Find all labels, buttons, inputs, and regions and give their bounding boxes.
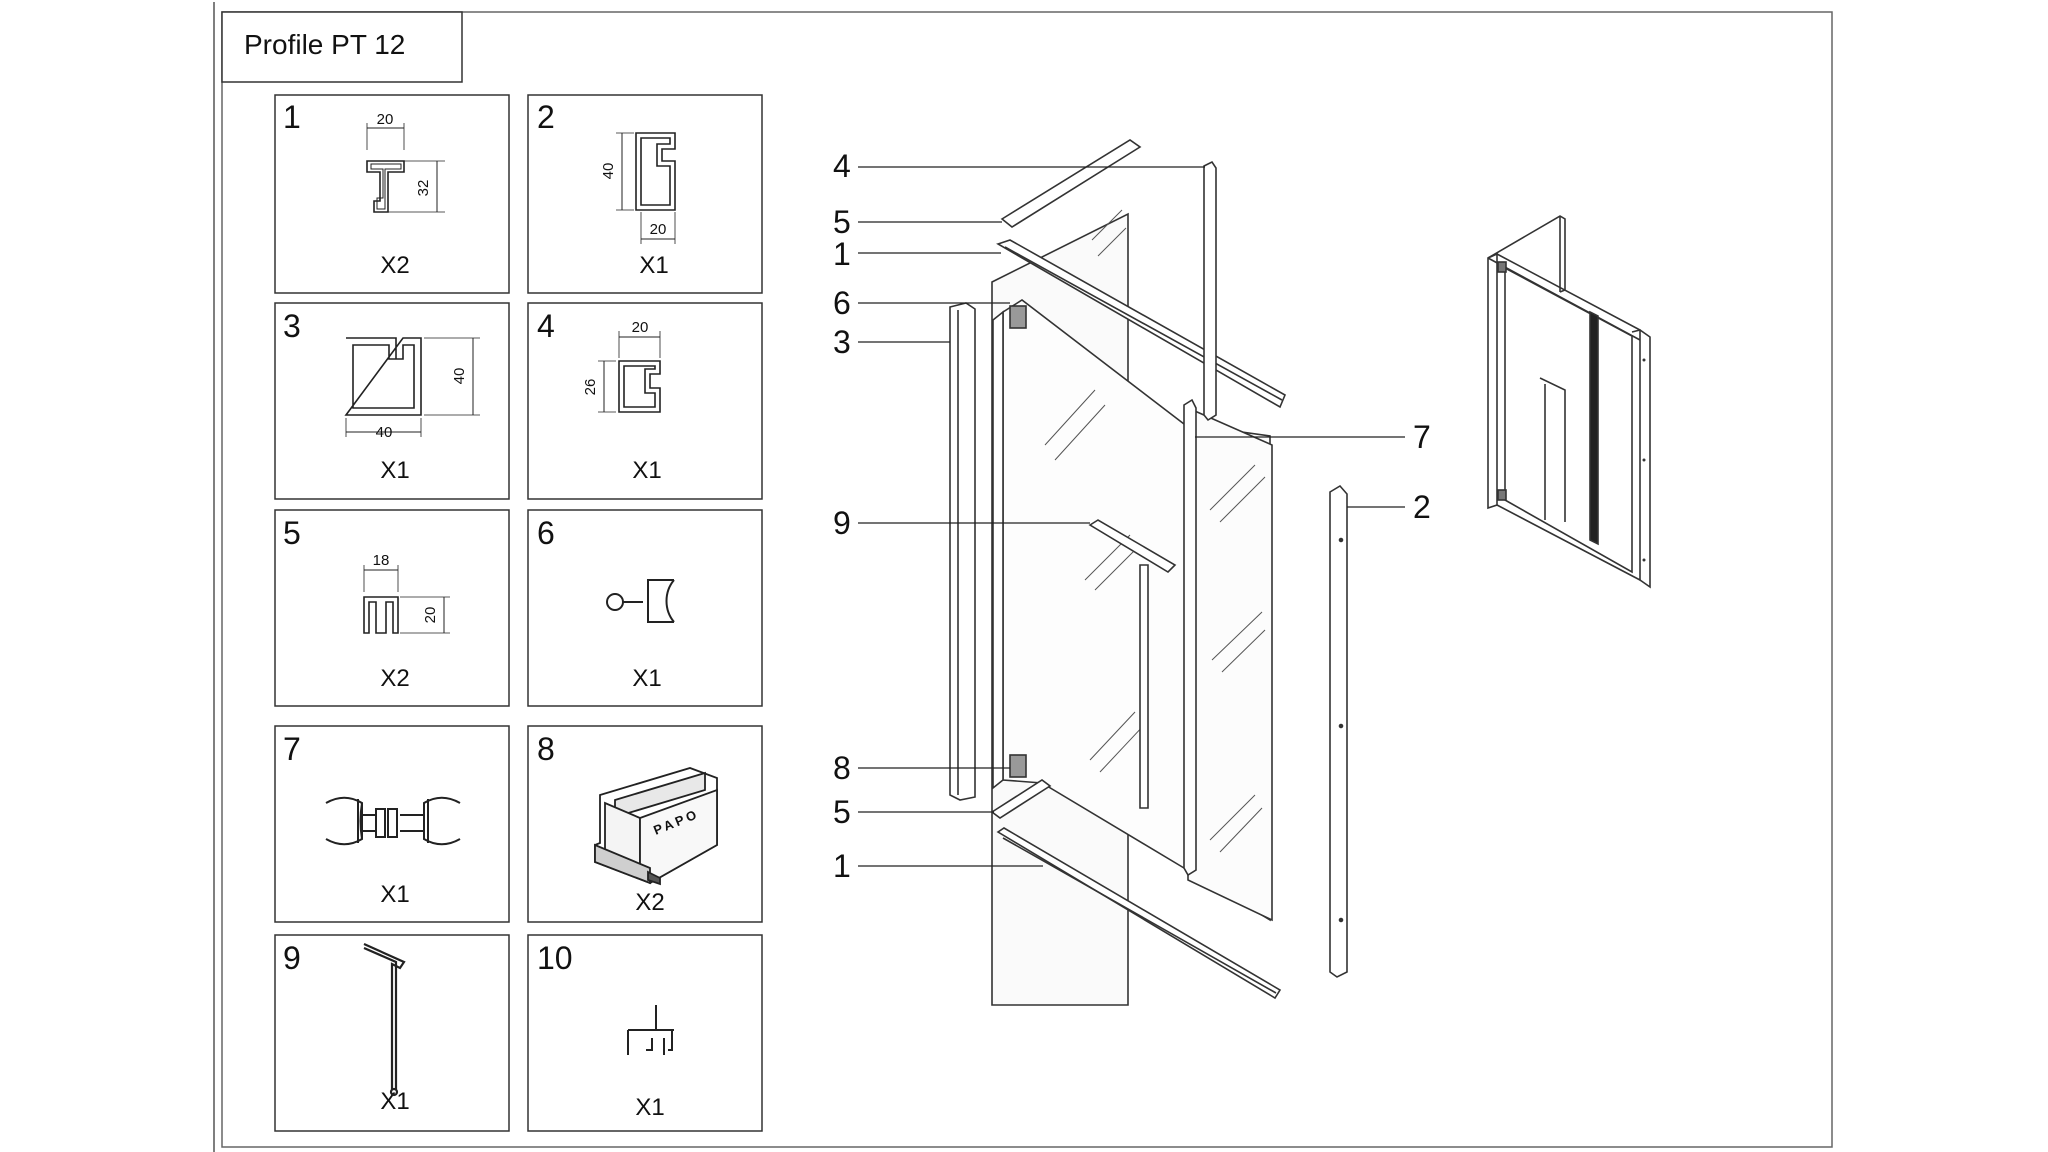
part-number: 2 — [537, 99, 555, 135]
part-number: 5 — [283, 515, 301, 551]
glass-clamp-8-drawing — [594, 767, 718, 886]
part-quantity: X2 — [380, 252, 409, 279]
callout-label: 7 — [1413, 419, 1431, 455]
callout-label: 4 — [833, 148, 851, 184]
part-cell-5: 5 X2 18 20 — [274, 509, 510, 707]
profile-2-drawing — [616, 132, 676, 244]
profile-3-drawing — [344, 337, 480, 437]
part-cell-9: 9 X1 — [274, 934, 510, 1132]
drawing-frame — [221, 11, 1833, 1148]
dimension-label: 40 — [451, 368, 468, 385]
dimension-label: 40 — [376, 424, 393, 441]
part-cell-6: 6 X1 — [527, 509, 763, 707]
callout-labels: 4 5 1 6 3 9 8 5 1 7 2 — [833, 148, 1431, 884]
part-number: 9 — [283, 940, 301, 976]
callout-label: 2 — [1413, 489, 1431, 525]
callout-label: 5 — [833, 204, 851, 240]
callout-label: 9 — [833, 505, 851, 541]
part-number: 1 — [283, 99, 301, 135]
assembled-preview-drawing — [1487, 215, 1651, 589]
part-cell-2: 2 X1 40 20 — [527, 94, 763, 294]
part-quantity: X1 — [380, 457, 409, 484]
dimension-label: 32 — [415, 180, 432, 197]
dimension-label: 40 — [600, 163, 617, 180]
part-cell-7: 7 X1 — [274, 725, 510, 923]
part-cell-8: 8 X2 PAPO — [527, 725, 763, 923]
dimension-label: 26 — [582, 379, 599, 396]
callout-label: 1 — [833, 848, 851, 884]
title-text: Profile PT 12 — [244, 29, 405, 60]
profile-5-drawing — [363, 565, 450, 634]
part-number: 6 — [537, 515, 555, 551]
dimension-label: 20 — [632, 319, 649, 336]
part-number: 3 — [283, 308, 301, 344]
handle-9-drawing — [363, 942, 406, 1097]
part-quantity: X1 — [380, 881, 409, 908]
callout-label: 3 — [833, 324, 851, 360]
part-number: 7 — [283, 731, 301, 767]
part-cell-3: 3 X1 40 40 — [274, 302, 510, 500]
part-number: 10 — [537, 940, 573, 976]
callout-leaders — [858, 166, 1405, 867]
part-cell-10: 10 X1 — [527, 934, 763, 1132]
part-quantity: X2 — [380, 665, 409, 692]
part-quantity: X1 — [632, 457, 661, 484]
part-quantity: X1 — [639, 252, 668, 279]
part-quantity: X2 — [635, 889, 664, 916]
exploded-assembly-drawing — [949, 139, 1348, 1006]
part-cell-4: 4 X1 20 26 — [527, 302, 763, 500]
title-block: Profile PT 12 — [221, 11, 463, 83]
callout-label: 8 — [833, 750, 851, 786]
part-number: 8 — [537, 731, 555, 767]
part-quantity: X1 — [632, 665, 661, 692]
dimension-label: 20 — [377, 111, 394, 128]
profile-10-drawing — [627, 1005, 674, 1055]
profile-4-drawing — [598, 331, 661, 413]
dimension-label: 20 — [650, 221, 667, 238]
dimension-label: 18 — [373, 552, 390, 569]
callout-label: 5 — [833, 794, 851, 830]
part-cell-1: 1 X2 20 32 — [274, 94, 510, 294]
part-quantity: X1 — [635, 1094, 664, 1121]
magnetic-seal-7-drawing — [325, 796, 461, 846]
dimension-label: 20 — [422, 607, 439, 624]
callout-label: 1 — [833, 236, 851, 272]
seal-profile-6-drawing — [606, 579, 675, 623]
part-number: 4 — [537, 308, 555, 344]
profile-1-drawing — [366, 123, 445, 213]
part-quantity: X1 — [380, 1088, 409, 1115]
callout-label: 6 — [833, 285, 851, 321]
